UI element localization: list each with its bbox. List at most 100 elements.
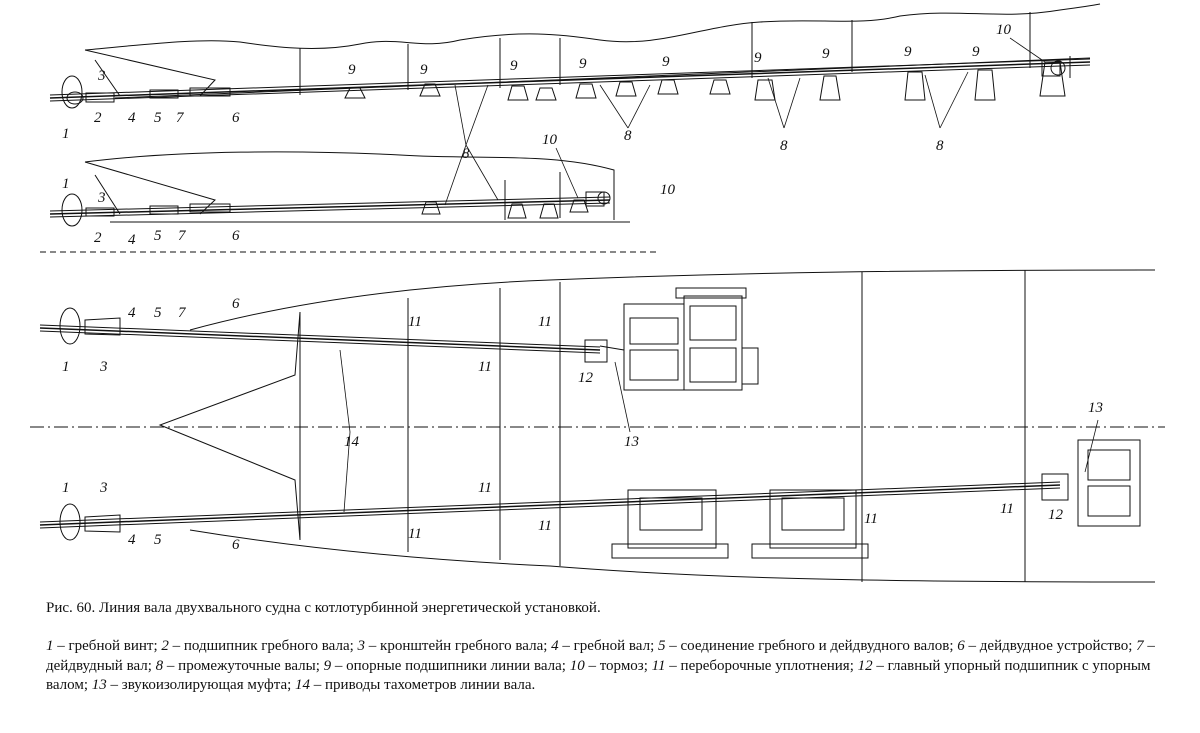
callout-6: 6 [232,110,240,126]
legend-number: 4 [551,638,559,654]
figure-caption: Рис. 60. Линия вала двухвального судна с… [46,600,601,616]
callout-11: 11 [478,359,492,375]
hull-plan-outline [189,269,1156,331]
callout-6: 6 [232,228,240,244]
callout-6: 6 [232,296,240,312]
shaft-line-drawing: 1 2 3 4 5 7 6 9 9 9 9 9 9 9 9 9 10 8 8 8… [30,3,1165,583]
legend-number: 3 [357,638,366,654]
callout-3: 3 [99,480,108,496]
callout-4: 4 [128,532,136,548]
drawing-linework [30,3,1165,583]
callout-10: 10 [996,22,1012,38]
legend-number: 10 [569,657,585,674]
callout-5: 5 [154,532,162,548]
legend-text: – переборочные уплотнения; [665,657,858,674]
callout-8: 8 [780,138,788,154]
legend-number: 5 [657,638,666,654]
legend-number: 8 [155,657,164,674]
legend-number: 2 [161,638,169,654]
callout-11: 11 [864,511,878,527]
callout-1: 1 [62,480,70,496]
legend-text: – гребной винт; [53,638,162,654]
bearing-pedestals-view-a [344,61,1066,101]
figure-legend: 1 – гребной винт; 2 – подшипник гребного… [46,637,1161,696]
callout-4: 4 [128,110,136,126]
callout-11: 11 [538,518,552,534]
stern-notch [158,311,301,541]
callout-1: 1 [62,126,70,142]
callout-5: 5 [154,228,162,244]
callout-1: 1 [62,176,70,192]
callout-8: 8 [462,146,470,162]
callout-1: 1 [62,359,70,375]
callout-6: 6 [232,537,240,553]
callout-labels: 1 2 3 4 5 7 6 9 9 9 9 9 9 9 9 9 10 8 8 8… [62,22,1103,553]
callout-9: 9 [420,62,428,78]
legend-text: – кронштейн гребного вала; [365,638,552,654]
callout-4: 4 [128,232,136,248]
callout-9: 9 [904,44,912,60]
legend-number: 12 [857,657,873,674]
callout-9: 9 [510,58,518,74]
callout-5: 5 [154,305,162,321]
legend-text: – звукоизолирующая муфта; [106,677,296,693]
legend-text: – опорные подшипники линии вала; [331,657,570,674]
legend-number: 13 [91,677,107,693]
turbine-unit-upper [584,287,759,391]
legend-number: 7 [1136,638,1144,654]
callout-3: 3 [97,190,106,206]
callout-5: 5 [154,110,162,126]
callout-11: 11 [408,314,422,330]
boiler-units-lower [611,489,869,559]
legend-text: – дейдвудный вал; [46,638,1155,674]
callout-7: 7 [176,110,185,126]
legend-number: 11 [651,657,666,674]
stern-bracket-view-b [84,161,216,215]
callout-2: 2 [94,230,102,246]
callout-9: 9 [662,54,670,70]
legend-text: – дейдвудное устройство; [964,638,1137,654]
callout-9: 9 [754,50,762,66]
brake-view-a [1041,56,1071,78]
callout-3: 3 [97,68,106,84]
callout-10: 10 [542,132,558,148]
legend-text: – соединение гребного и дейдвудного вало… [665,638,958,654]
callout-9: 9 [972,44,980,60]
legend-number: 6 [957,638,965,654]
callout-7: 7 [178,305,187,321]
callout-4: 4 [128,305,136,321]
callout-9: 9 [822,46,830,62]
hull-outline-view-b [84,151,615,220]
bulkheads-plan [299,270,1026,582]
callout-12: 12 [578,370,594,386]
callout-3: 3 [99,359,108,375]
callout-11: 11 [478,480,492,496]
callout-8: 8 [936,138,944,154]
stern-bracket-view-a [84,49,216,97]
callout-9: 9 [579,56,587,72]
callout-9: 9 [348,62,356,78]
legend-number: 9 [323,657,332,674]
callout-13: 13 [1088,400,1103,416]
legend-text: – тормоз; [584,657,652,674]
legend-text: – приводы тахометров линии вала. [310,677,536,693]
callout-11: 11 [408,526,422,542]
bulkheads-view-a [299,12,1031,95]
callout-11: 11 [538,314,552,330]
hull-outline-view-a [84,3,1101,51]
leader-lines [339,37,1099,513]
callout-7: 7 [178,228,187,244]
legend-number: 1 [46,638,54,654]
legend-text: – гребной вал; [558,638,658,654]
callout-13: 13 [624,434,639,450]
thrust-unit-lower [1041,439,1141,527]
legend-text: – промежуточные валы; [163,657,324,674]
callout-11: 11 [1000,501,1014,517]
propeller-view-a [61,75,231,109]
callout-10: 10 [660,182,676,198]
callout-8: 8 [624,128,632,144]
callout-14: 14 [344,434,360,450]
callout-2: 2 [94,110,102,126]
legend-number: 14 [295,677,311,693]
legend-text: – подшипник гребного вала; [168,638,358,654]
